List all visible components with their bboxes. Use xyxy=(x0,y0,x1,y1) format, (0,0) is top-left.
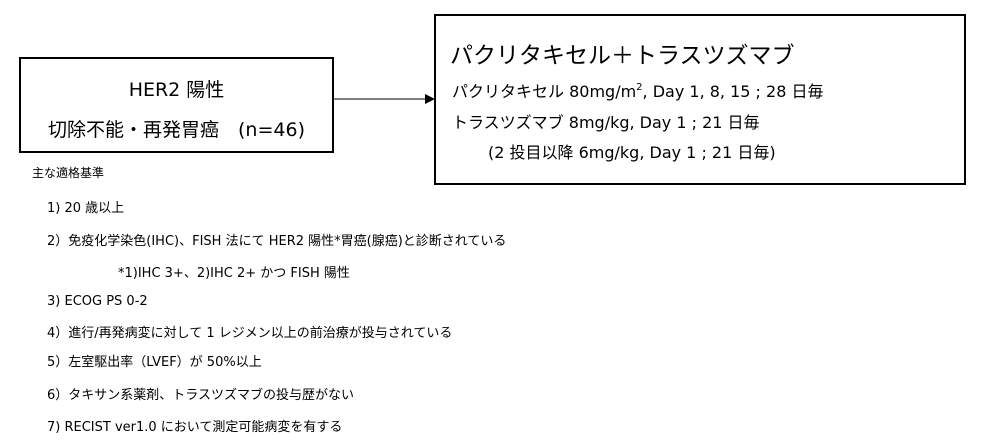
criterion-item: 2）免疫化学染色(IHC)、FISH 法にて HER2 陽性*胃癌(腺癌)と診断… xyxy=(47,234,507,249)
trastuzumab-maintenance-dose: (2 投目以降 6mg/kg, Day 1 ; 21 日毎) xyxy=(488,143,776,162)
population-label: HER2 陽性 xyxy=(128,79,225,101)
paclitaxel-schedule: , Day 1, 8, 15 ; 28 日毎 xyxy=(642,82,824,101)
treatment-title: パクリタキセル＋トラスツズマブ xyxy=(450,43,795,69)
criterion-item: 5）左室駆出率（LVEF）が 50%以上 xyxy=(47,355,262,370)
criterion-item: 6）タキサン系薬剤、トラスツズマブの投与歴がない xyxy=(47,388,355,403)
paclitaxel-dose-text: パクリタキセル 80mg/m xyxy=(452,82,637,101)
paclitaxel-dose: パクリタキセル 80mg/m2, Day 1, 8, 15 ; 28 日毎 xyxy=(452,78,823,102)
criterion-item: 4）進行/再発病変に対して 1 レジメン以上の前治療が投与されている xyxy=(47,326,453,341)
population-box: HER2 陽性 切除不能・再発胃癌 (n=46) xyxy=(19,57,334,153)
criterion-item: 7) RECIST ver1.0 において測定可能病変を有する xyxy=(47,420,343,435)
arrow-connector xyxy=(333,94,435,104)
eligibility-heading: 主な適格基準 xyxy=(32,166,105,180)
criterion-item: 1) 20 歳以上 xyxy=(47,201,125,216)
criterion-item: 3) ECOG PS 0-2 xyxy=(47,294,148,309)
treatment-box: パクリタキセル＋トラスツズマブ パクリタキセル 80mg/m2, Day 1, … xyxy=(434,14,966,185)
trastuzumab-dose: トラスツズマブ 8mg/kg, Day 1 ; 21 日毎 xyxy=(452,113,760,132)
criterion-footnote: *1)IHC 3+、2)IHC 2+ かつ FISH 陽性 xyxy=(118,266,350,281)
squared-superscript: 2 xyxy=(636,82,643,93)
population-detail: 切除不能・再発胃癌 (n=46) xyxy=(48,119,305,141)
